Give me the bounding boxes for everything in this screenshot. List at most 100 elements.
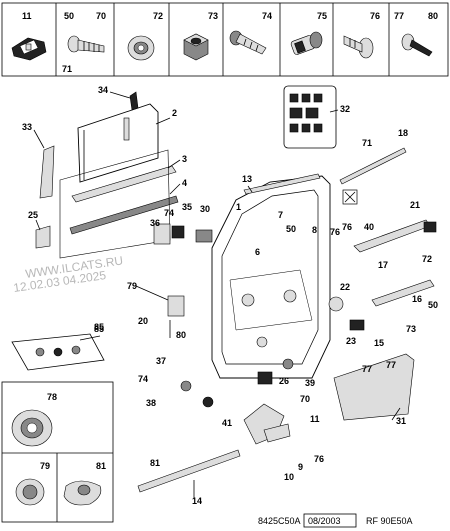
bolt-icon — [229, 30, 267, 55]
callout-label: 41 — [222, 418, 232, 428]
left-cells: 78 79 81 — [1, 381, 114, 523]
header-cell-11[interactable]: 11 — [11, 11, 47, 61]
callout-label: 2 — [172, 108, 177, 118]
callout-label: 23 — [346, 336, 356, 346]
cell-label-11: 11 — [22, 11, 32, 21]
callout-label: 77 — [362, 364, 372, 374]
callout-label: 76 — [342, 222, 352, 232]
cell-label-77: 77 — [394, 11, 404, 21]
cell-label-76: 76 — [370, 11, 380, 21]
callout-label: 81 — [150, 458, 160, 468]
rail-16 — [371, 279, 435, 307]
callout-label: 37 — [156, 356, 166, 366]
callout-label: 18 — [398, 128, 408, 138]
plug-icon — [15, 478, 45, 506]
door-inner-frame — [211, 175, 331, 379]
grommet-icon — [11, 409, 53, 447]
callout-label: 76 — [314, 454, 324, 464]
callout-label: 74 — [164, 208, 174, 218]
cell-label-72: 72 — [153, 11, 163, 21]
callout-label: 50 — [286, 224, 296, 234]
callout-label: 9 — [298, 462, 303, 472]
callout-label: 79 — [127, 281, 137, 291]
callout-label: 20 — [138, 316, 148, 326]
header-cell-77-80[interactable]: 77 80 — [394, 11, 438, 57]
callout-label: 26 — [279, 376, 289, 386]
callout-label: 21 — [410, 200, 420, 210]
callout-label: 30 — [200, 204, 210, 214]
header-cell-50-70-71[interactable]: 50 70 71 — [62, 11, 106, 74]
callout-label: 36 — [150, 218, 160, 228]
callout-label: 11 — [310, 414, 320, 424]
callout-label: 71 — [362, 138, 372, 148]
cell-label-81: 81 — [96, 461, 106, 471]
callout-labels: 34 2 33 3 4 25 13 32 71 18 40 21 72 17 1… — [22, 85, 438, 506]
callout-label: 13 — [242, 174, 252, 184]
callout-label: 80 — [176, 330, 186, 340]
callout-label: 6 — [255, 247, 260, 257]
header-cell-74[interactable]: 74 — [229, 11, 272, 55]
callout-label: 4 — [182, 178, 187, 188]
left-cell-78[interactable]: 78 — [11, 392, 57, 447]
stud-icon — [290, 31, 323, 55]
callout-label: 85 — [94, 324, 104, 334]
callout-label: 8 — [312, 225, 317, 235]
callout-label: 3 — [182, 154, 187, 164]
callout-label: 22 — [340, 282, 350, 292]
callout-label: 39 — [305, 378, 315, 388]
clip-bracket-icon — [63, 480, 102, 506]
callout-label: 17 — [378, 260, 388, 270]
clip-icon — [11, 37, 47, 61]
callout-label: 31 — [396, 416, 406, 426]
left-cell-79[interactable]: 79 — [15, 461, 50, 506]
trim-strip-3 — [71, 165, 177, 203]
sill-14 — [137, 449, 241, 493]
rivet-icon — [343, 35, 374, 59]
header-cell-73[interactable]: 73 — [183, 11, 218, 61]
callout-label: 73 — [406, 324, 416, 334]
cell-label-75: 75 — [317, 11, 327, 21]
callout-label: 40 — [364, 222, 374, 232]
washer-icon — [127, 35, 155, 61]
window-frame — [77, 103, 159, 183]
callout-label: 32 — [340, 104, 350, 114]
watermark: WWW.ILCATS.RU 12.02.03 04.2025 — [12, 253, 123, 295]
callout-label: 50 — [428, 300, 438, 310]
callout-label: 72 — [422, 254, 432, 264]
callout-label: 16 — [412, 294, 422, 304]
callout-label: 70 — [300, 394, 310, 404]
main-assembly — [11, 85, 437, 493]
callout-label: 14 — [192, 496, 202, 506]
callout-label: 25 — [28, 210, 38, 220]
cell-label-78: 78 — [47, 392, 57, 402]
bracket-25 — [35, 225, 51, 249]
rail-18 — [339, 147, 407, 185]
callout-label: 74 — [138, 374, 148, 384]
trim-strip-4 — [69, 195, 179, 235]
footer-code: 8425C50A — [258, 516, 301, 526]
screw-icon — [67, 35, 105, 53]
callout-label: 1 — [236, 202, 241, 212]
callout-label: 76 — [330, 227, 340, 237]
header-cell-72[interactable]: 72 — [127, 11, 163, 61]
push-rivet-icon — [401, 33, 433, 57]
left-cell-81[interactable]: 81 — [63, 461, 106, 506]
header-cell-76[interactable]: 76 — [343, 11, 380, 59]
panel-31 — [333, 353, 415, 421]
cell-label-80: 80 — [428, 11, 438, 21]
cell-label-74: 74 — [262, 11, 272, 21]
header-strip: 11 50 70 71 72 — [1, 2, 449, 77]
cell-label-50: 50 — [64, 11, 74, 21]
callout-label: 7 — [278, 210, 283, 220]
callout-label: 38 — [146, 398, 156, 408]
footer-date: 08/2003 — [308, 516, 341, 526]
footer: 8425C50A 08/2003 RF 90E50A — [258, 513, 413, 528]
cell-label-79: 79 — [40, 461, 50, 471]
callout-label: 15 — [374, 338, 384, 348]
callout-label: 35 — [182, 202, 192, 212]
clip-34 — [129, 91, 139, 111]
header-cell-75[interactable]: 75 — [290, 11, 327, 55]
cell-label-71: 71 — [62, 64, 72, 74]
cell-label-73: 73 — [208, 11, 218, 21]
